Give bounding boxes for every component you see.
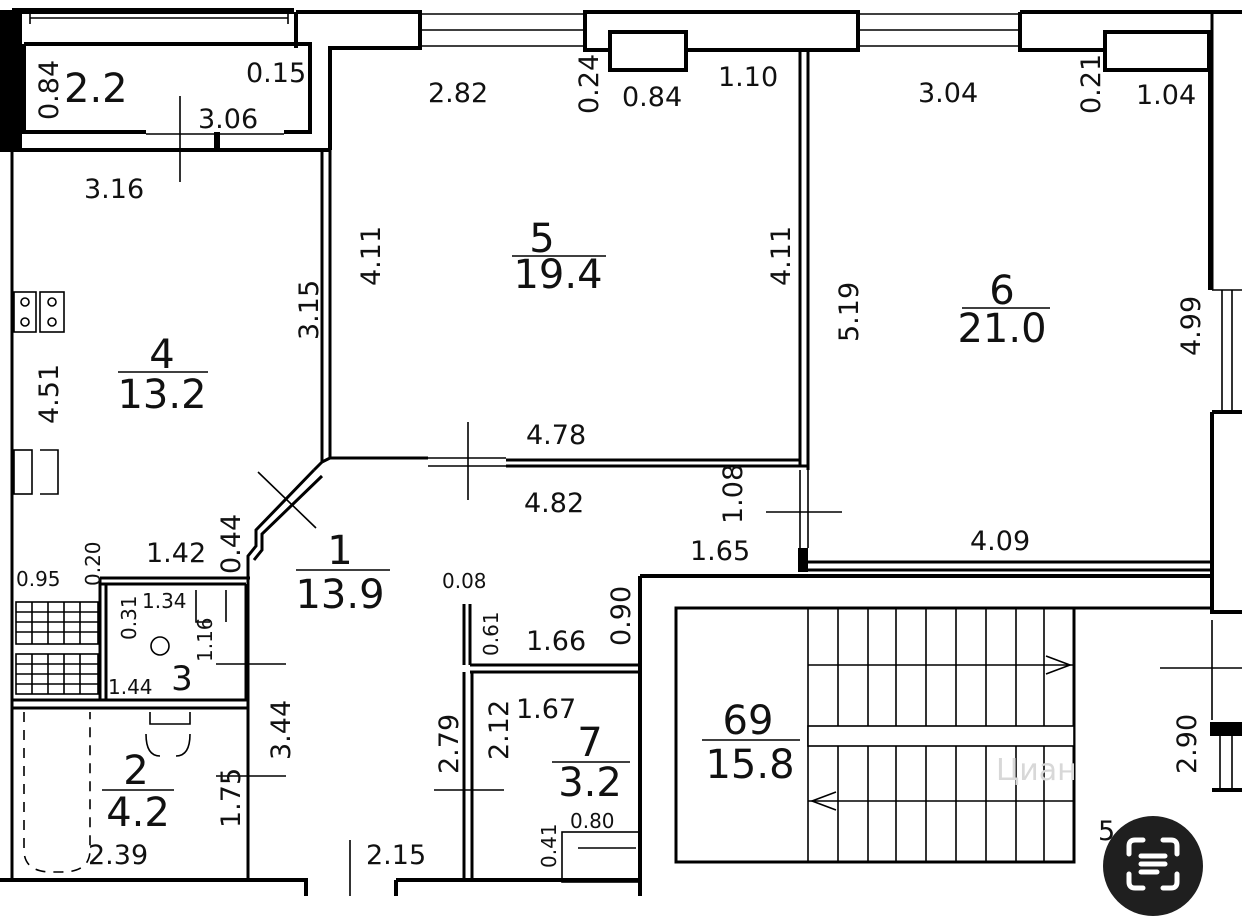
- dimension: 0.90: [606, 586, 637, 646]
- room-number: 7: [577, 720, 602, 766]
- dimension: 1.67: [516, 694, 576, 725]
- dimension: 0.61: [479, 611, 503, 656]
- room-area: 21.0: [957, 306, 1046, 352]
- dimension: 1.08: [718, 464, 749, 524]
- dimension: 0.41: [537, 823, 561, 868]
- dimension: 2.82: [428, 78, 488, 109]
- room-area: 4.2: [106, 790, 170, 836]
- room-number: 5: [529, 216, 554, 262]
- room-area: 13.9: [295, 572, 384, 618]
- room-area: 15.8: [705, 742, 794, 788]
- dimension: 2.15: [366, 840, 426, 871]
- dimension: 1.66: [526, 626, 586, 657]
- room-area: 13.2: [117, 372, 206, 418]
- dimension: 1.42: [146, 538, 206, 569]
- dimension: 0.08: [442, 569, 487, 593]
- dimension: 4.51: [34, 364, 65, 424]
- dimension: 1.65: [690, 536, 750, 567]
- dimension: 0.84: [622, 82, 682, 113]
- dimension: 0.31: [117, 595, 141, 640]
- staircase: [807, 608, 1075, 862]
- dimension: 4.11: [356, 226, 387, 286]
- dimension: 4.99: [1176, 296, 1207, 356]
- dimension: 0.95: [16, 567, 61, 591]
- dimension: 1.34: [142, 589, 187, 613]
- dimension: 1.04: [1136, 80, 1196, 111]
- room-area: 19.4: [513, 252, 602, 298]
- scan-text-button[interactable]: [1103, 816, 1203, 916]
- room-area: 3.2: [558, 760, 622, 806]
- room-number: 2.2: [64, 66, 128, 112]
- dimension: 2.90: [1172, 714, 1203, 774]
- room-number: 6: [989, 268, 1014, 314]
- walls: [0, 8, 1242, 896]
- dimension: 2.39: [88, 840, 148, 871]
- dimension: 1.44: [108, 675, 153, 699]
- dimension: 0.15: [246, 58, 306, 89]
- room-number: 69: [723, 698, 774, 744]
- bathtub: [23, 712, 91, 873]
- dimension: 4.82: [524, 488, 584, 519]
- dimension: 2.12: [484, 700, 515, 760]
- dimension: 0.44: [216, 514, 247, 574]
- dimension: 0.21: [1076, 54, 1107, 114]
- room-number: 3: [171, 659, 193, 699]
- dimension: 5.19: [834, 282, 865, 342]
- dimension: 4.09: [970, 526, 1030, 557]
- dimension: 4.11: [766, 226, 797, 286]
- door-marks: [179, 96, 1242, 896]
- dimension: 0.84: [34, 60, 65, 120]
- room-number: 1: [327, 528, 352, 574]
- dimension: 2.79: [434, 714, 465, 774]
- dimension: 3.04: [918, 78, 978, 109]
- floor-plan: 2.2 5 19.4 6 21.0 4 13.2 1 13.9 3 2 4.2 …: [0, 8, 1242, 896]
- room-labels: 2.2 5 19.4 6 21.0 4 13.2 1 13.9 3 2 4.2 …: [64, 66, 1050, 836]
- dimension: 1.75: [216, 768, 247, 828]
- dimension: 0.80: [570, 809, 615, 833]
- dimension: 3.06: [198, 104, 258, 135]
- dimension-labels: 0.84 0.15 3.06 3.16 2.82 0.24 0.84 1.10 …: [16, 54, 1207, 871]
- room-number: 4: [149, 332, 174, 378]
- room-number: 2: [123, 748, 148, 794]
- dimension: 0.24: [574, 54, 605, 114]
- scan-text-icon: [1126, 837, 1180, 891]
- watermark: Циан: [996, 753, 1077, 788]
- dimension: 3.15: [294, 280, 325, 340]
- fixtures: [13, 291, 227, 757]
- dimension: 1.10: [718, 62, 778, 93]
- dimension: 0.20: [81, 541, 105, 586]
- dimension: 4.78: [526, 420, 586, 451]
- dimension: 3.44: [266, 700, 297, 760]
- dimension: 3.16: [84, 174, 144, 205]
- dimension: 1.16: [193, 617, 217, 662]
